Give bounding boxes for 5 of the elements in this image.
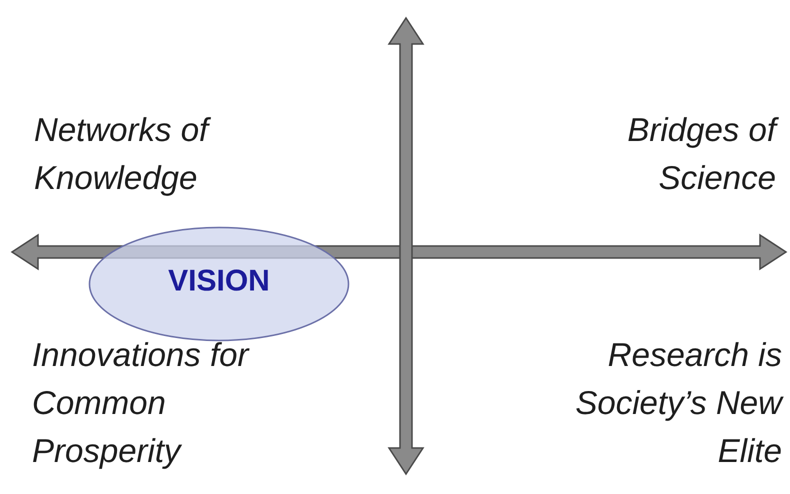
- vision-label: VISION: [167, 264, 271, 298]
- quadrant-label: Innovations for Common Prosperity: [32, 335, 250, 471]
- quadrant-label: Research is Society’s New Elite: [574, 335, 782, 471]
- vision-ellipse: [88, 226, 350, 342]
- quadrant-label: Networks of Knowledge: [34, 106, 294, 202]
